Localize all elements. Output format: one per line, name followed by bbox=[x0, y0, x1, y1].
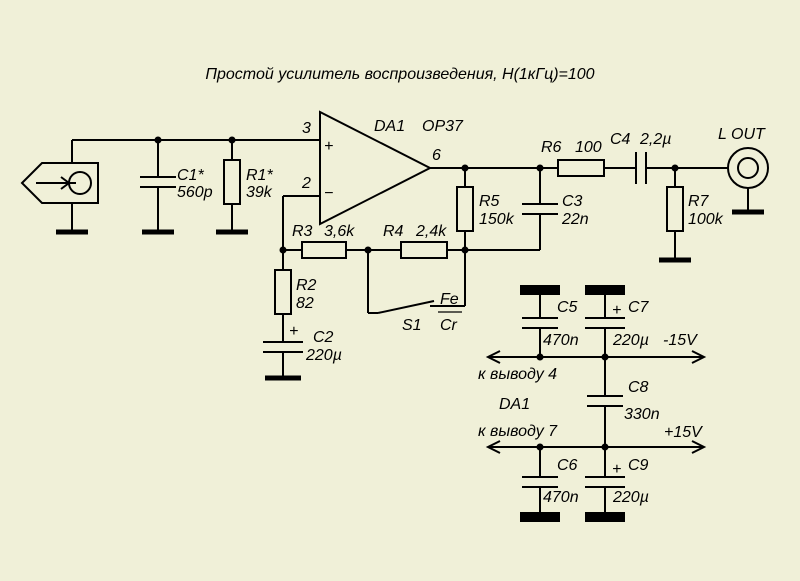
r3-ref: R3 bbox=[292, 223, 313, 240]
capacitor-c9 bbox=[585, 447, 625, 522]
c4-value: 2,2µ bbox=[639, 131, 671, 148]
r5-value: 150k bbox=[479, 211, 515, 228]
switch-s1 bbox=[367, 250, 466, 314]
capacitor-c5 bbox=[520, 285, 560, 357]
r1-value: 39k bbox=[246, 184, 273, 201]
c9-polarity: + bbox=[612, 461, 621, 478]
pin-2-label: 2 bbox=[301, 175, 311, 192]
c9-ref: C9 bbox=[628, 457, 649, 474]
resistor-r7 bbox=[659, 168, 691, 263]
c3-ref: C3 bbox=[562, 193, 583, 210]
capacitor-c2 bbox=[263, 341, 303, 381]
junction bbox=[461, 164, 469, 172]
opamp-minus-sign: − bbox=[324, 185, 333, 202]
resistor-r1 bbox=[216, 140, 248, 235]
r1-ref: R1* bbox=[246, 167, 273, 184]
pos-supply-rail bbox=[485, 440, 707, 454]
junction bbox=[536, 164, 544, 172]
opamp-name: DA1 bbox=[374, 118, 405, 135]
pin7-label: к выводу 7 bbox=[478, 423, 558, 440]
capacitor-c8 bbox=[587, 357, 623, 447]
c2-ref: C2 bbox=[313, 329, 334, 346]
c3-value: 22n bbox=[561, 211, 589, 228]
switch-pos-cr: Cr bbox=[440, 317, 458, 334]
r2-value: 82 bbox=[296, 295, 314, 312]
pos-rail-label: +15V bbox=[664, 424, 703, 441]
power-da1-label: DA1 bbox=[499, 396, 530, 413]
c7-ref: C7 bbox=[628, 299, 650, 316]
capacitor-c4 bbox=[635, 152, 728, 184]
r6-value: 100 bbox=[575, 139, 602, 156]
resistor-r5 bbox=[456, 168, 474, 250]
input-head-connector bbox=[20, 140, 99, 235]
c8-value: 330n bbox=[624, 406, 660, 423]
resistor-r2 bbox=[274, 250, 292, 342]
c1-value: 560p bbox=[177, 184, 213, 201]
capacitor-c6 bbox=[520, 447, 560, 522]
r4-value: 2,4k bbox=[415, 223, 447, 240]
r7-ref: R7 bbox=[688, 193, 710, 210]
c6-ref: C6 bbox=[557, 457, 578, 474]
r6-ref: R6 bbox=[541, 139, 562, 156]
pin-3-label: 3 bbox=[302, 120, 311, 137]
capacitor-c1 bbox=[140, 140, 176, 235]
opamp-da1 bbox=[319, 110, 433, 226]
switch-ref: S1 bbox=[402, 317, 422, 334]
capacitor-c7 bbox=[585, 285, 625, 357]
opamp-part: OP37 bbox=[422, 118, 464, 135]
r7-value: 100k bbox=[688, 211, 724, 228]
c5-value: 470n bbox=[543, 332, 579, 349]
c8-ref: C8 bbox=[628, 379, 649, 396]
junction bbox=[536, 353, 544, 361]
r3-value: 3,6k bbox=[324, 223, 355, 240]
c7-polarity: + bbox=[612, 302, 621, 319]
resistor-r6 bbox=[557, 159, 636, 177]
c5-ref: C5 bbox=[557, 299, 578, 316]
pin-6-label: 6 bbox=[432, 147, 441, 164]
opamp-plus-sign: + bbox=[324, 138, 333, 155]
c2-value: 220µ bbox=[305, 347, 342, 364]
c4-ref: C4 bbox=[610, 131, 631, 148]
neg-supply-rail bbox=[485, 350, 707, 364]
c1-ref: C1* bbox=[177, 167, 204, 184]
c2-polarity: + bbox=[289, 323, 298, 340]
neg-rail-label: -15V bbox=[663, 332, 698, 349]
output-label: L OUT bbox=[718, 126, 766, 143]
resistor-r4 bbox=[400, 241, 540, 259]
c7-value: 220µ bbox=[612, 332, 649, 349]
r4-ref: R4 bbox=[383, 223, 404, 240]
r2-ref: R2 bbox=[296, 277, 317, 294]
output-jack bbox=[727, 147, 769, 215]
capacitor-c3 bbox=[522, 168, 558, 250]
schematic-title: Простой усилитель воспроизведения, H(1кГ… bbox=[205, 66, 594, 83]
c6-value: 470n bbox=[543, 489, 579, 506]
c9-value: 220µ bbox=[612, 489, 649, 506]
r5-ref: R5 bbox=[479, 193, 500, 210]
resistor-r3 bbox=[283, 241, 401, 259]
pin4-label: к выводу 4 bbox=[478, 366, 557, 383]
switch-pos-fe: Fe bbox=[440, 291, 459, 308]
